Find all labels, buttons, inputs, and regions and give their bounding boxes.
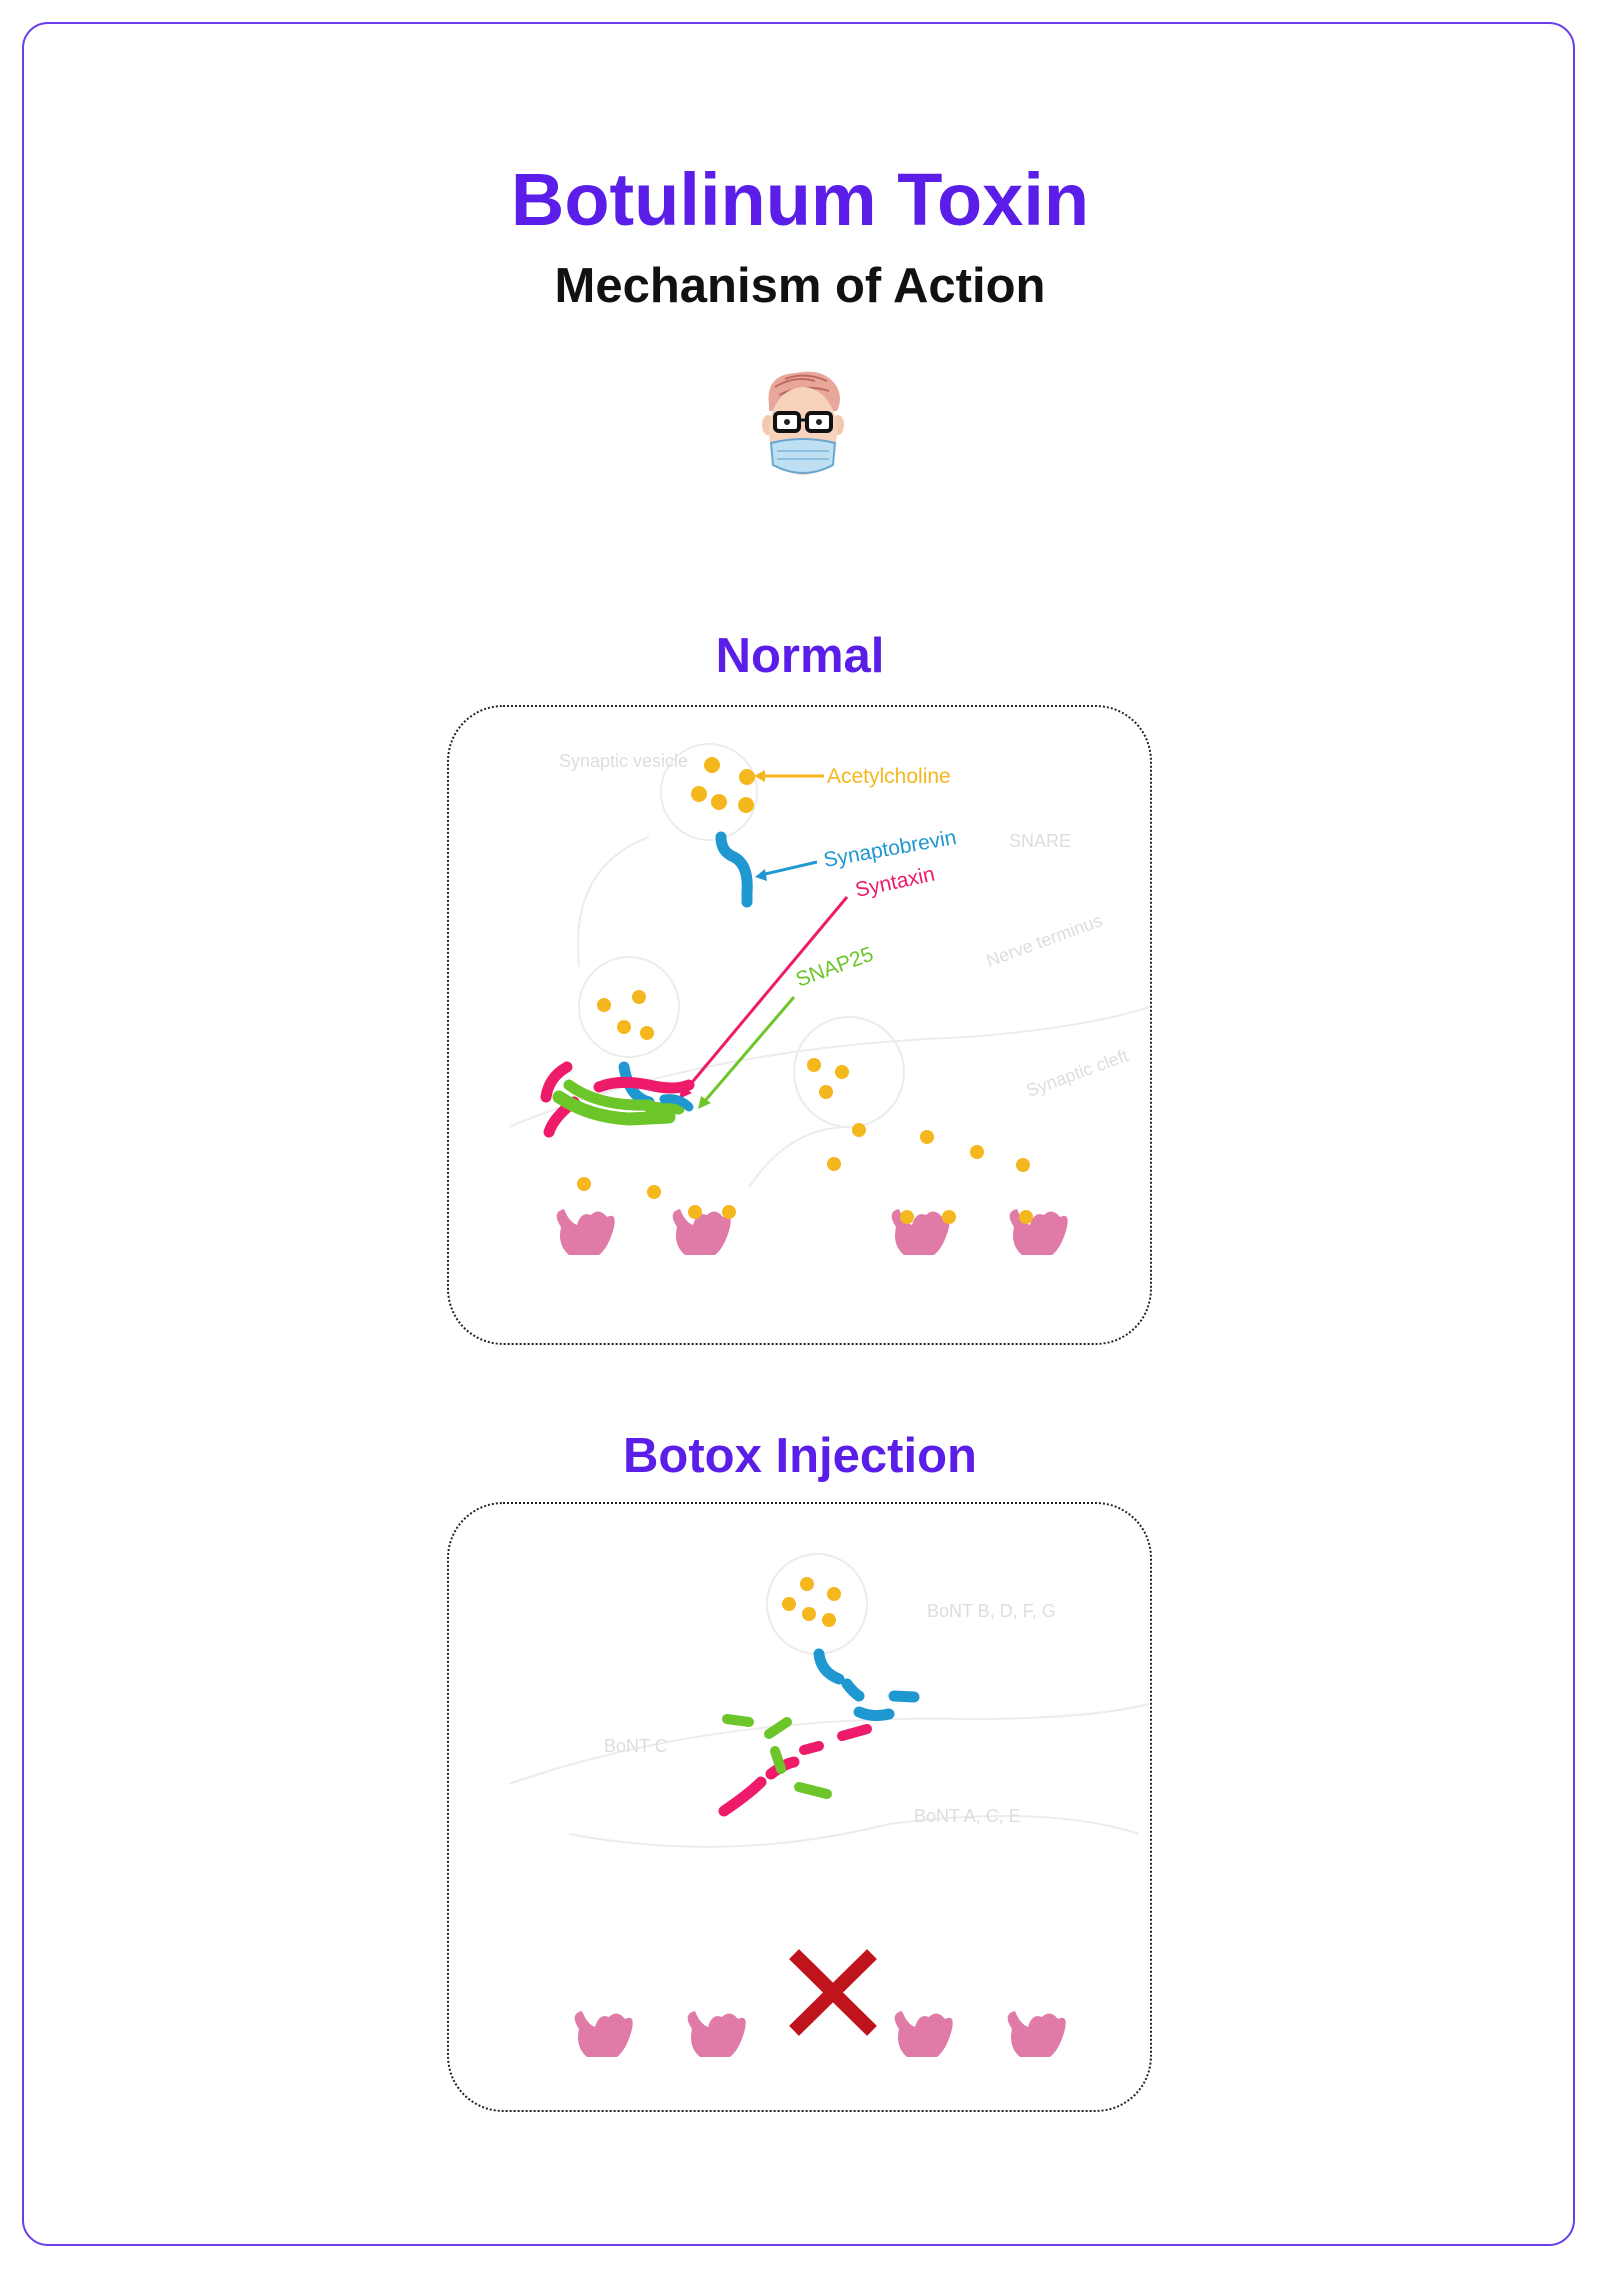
subtitle: Mechanism of Action: [554, 259, 1046, 313]
acetylcholine-callout: Acetylcholine: [754, 765, 951, 788]
acetylcholine-dots-vesicle: [782, 1577, 841, 1627]
acetylcholine-released: [577, 1058, 1030, 1199]
main-title: Botulinum Toxin: [510, 158, 1090, 241]
acetylcholine-receptors: [574, 2011, 1066, 2057]
nerve-terminal-label: Nerve terminus: [984, 910, 1106, 971]
botox-section-title: Botox Injection: [623, 1429, 977, 1483]
synaptic-cleft-label: Synaptic cleft: [1024, 1045, 1131, 1100]
red-x-block-icon: [789, 1949, 877, 2036]
snare-complex: [540, 1061, 695, 1138]
bont-a-label: BoNT A, C, E: [914, 1806, 1021, 1826]
acetylcholine-bound: [688, 1205, 1033, 1224]
synaptobrevin-top: [715, 831, 753, 908]
botox-diagram-panel: BoNT B, D, F, G BoNT C BoNT A, C, E: [447, 1502, 1152, 2112]
snare-fragments: [718, 1714, 872, 1817]
normal-diagram: Synaptic vesicle SNARE Nerve terminus Sy…: [508, 743, 1150, 1255]
bont-c-label: BoNT C: [604, 1736, 668, 1756]
svg-text:Acetylcholine: Acetylcholine: [827, 765, 951, 788]
bont-b-label: BoNT B, D, F, G: [927, 1601, 1056, 1621]
acetylcholine-dots-vesicle: [597, 990, 654, 1040]
synaptobrevin-cleaved: [813, 1648, 920, 1722]
page-frame: [22, 22, 1575, 2246]
svg-text:SNAP25: SNAP25: [793, 943, 877, 992]
svg-text:Synaptobrevin: Synaptobrevin: [822, 826, 958, 872]
acetylcholine-receptors: [556, 1209, 1068, 1255]
doctor-avatar-icon: [762, 371, 844, 475]
botox-diagram: BoNT B, D, F, G BoNT C BoNT A, C, E: [508, 1553, 1150, 2057]
normal-section-title: Normal: [715, 629, 885, 683]
snare-label: SNARE: [1009, 831, 1071, 851]
synaptic-vesicle-label: Synaptic vesicle: [559, 751, 688, 771]
svg-text:Syntaxin: Syntaxin: [853, 863, 937, 902]
acetylcholine-dots-top: [691, 757, 755, 813]
normal-diagram-panel: Synaptic vesicle SNARE Nerve terminus Sy…: [447, 705, 1152, 1345]
